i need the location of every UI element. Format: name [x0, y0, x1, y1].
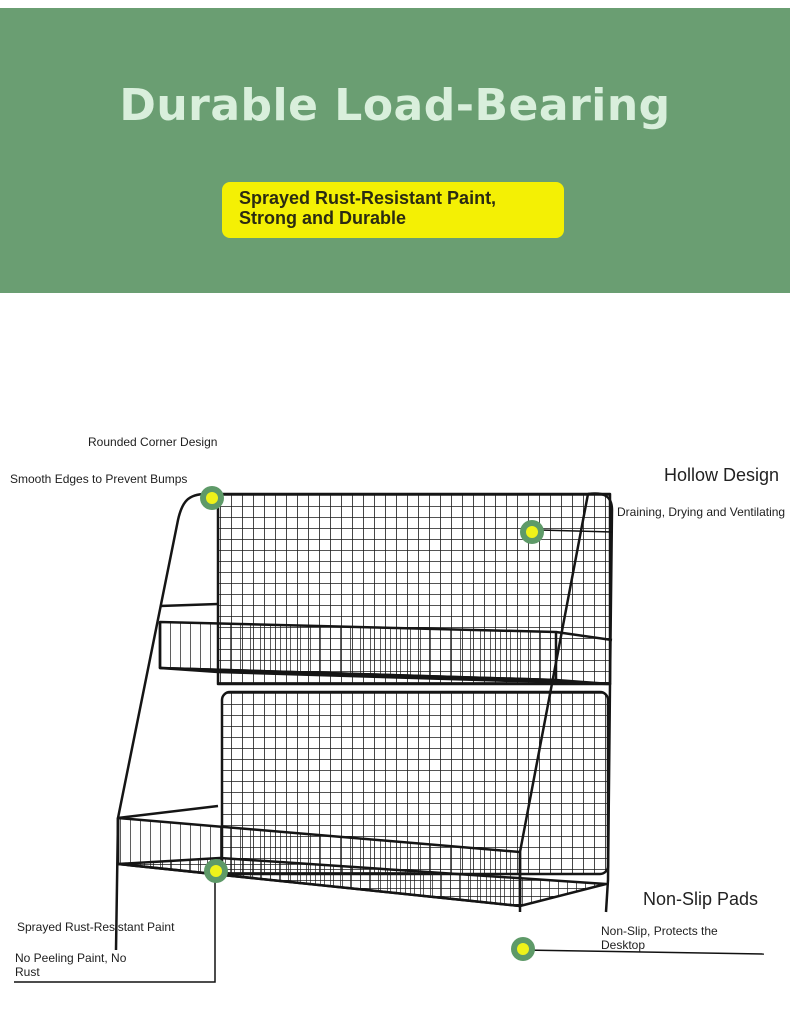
- label-nonslip-desc: Non-Slip, Protects the Desktop: [601, 924, 718, 952]
- label-rounded-corner: Rounded Corner Design: [88, 435, 218, 449]
- label-no-peeling: No Peeling Paint, No Rust: [15, 951, 127, 979]
- marker-paint: [204, 859, 228, 883]
- marker-nonslip: [511, 937, 535, 961]
- label-hollow-desc: Draining, Drying and Ventilating: [617, 505, 786, 519]
- label-nonslip-title: Non-Slip Pads: [643, 889, 759, 909]
- marker-rounded-corner: [200, 486, 224, 510]
- marker-hollow: [520, 520, 544, 544]
- callout-lines: [14, 529, 765, 983]
- banner-subtitle-box: Sprayed Rust-Resistant Paint, Strong and…: [222, 182, 564, 238]
- label-sprayed-paint: Sprayed Rust-Resistant Paint: [17, 920, 175, 934]
- label-smooth-edges: Smooth Edges to Prevent Bumps: [10, 472, 188, 486]
- label-hollow-title: Hollow Design: [664, 465, 780, 485]
- banner-title: Durable Load-Bearing: [119, 80, 671, 131]
- header-banner: Durable Load-Bearing Sprayed Rust-Resist…: [0, 8, 790, 293]
- rack-frame: [114, 492, 614, 951]
